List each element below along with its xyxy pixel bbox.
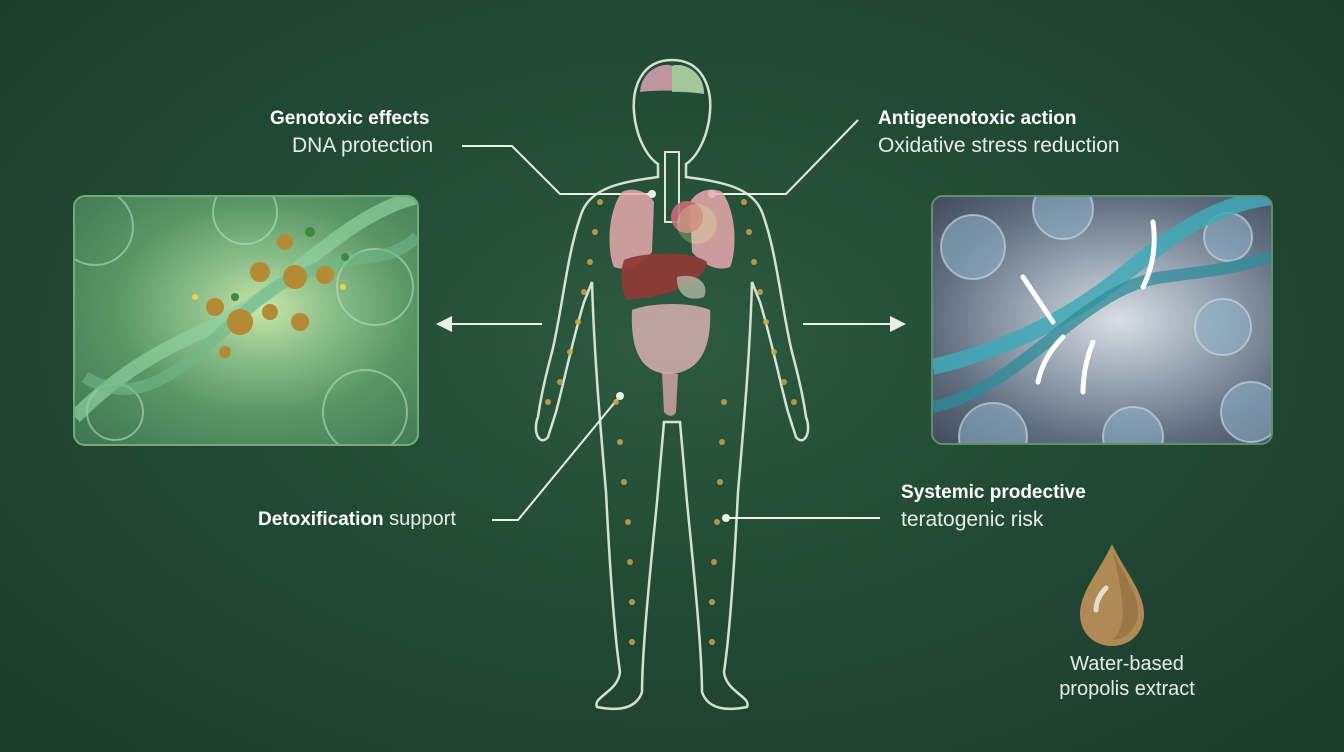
antigeno-connector [712,119,859,195]
detoxification-support-label: Detoxification support [258,508,456,531]
teratogenic-risk-label: teratogenic risk [901,508,1044,531]
right-panel-dna-oxidative [931,195,1273,445]
propolis-extract-caption: Water-based propolis extract [1052,652,1202,702]
dna-helix-icon [75,197,417,444]
dna-protection-label: DNA protection [292,134,434,157]
antigenotoxic-action-title: Antigeenotoxic action [878,108,1077,129]
genotoxic-connector [462,145,652,195]
systemic-protective-title: Systemic prodective [901,482,1086,503]
caption-line-1: Water-based [1070,653,1184,675]
detox-connector [492,395,621,521]
dna-helix-icon [933,197,1271,443]
detoxification-word: Detoxification [258,509,384,530]
propolis-drop-icon [1080,544,1144,646]
human-body-figure [534,58,810,711]
caption-line-2: propolis extract [1059,678,1195,700]
oxidative-stress-label: Oxidative stress reduction [878,134,1120,157]
left-panel-dna-cells [73,195,419,446]
support-word: support [383,508,456,530]
genotoxic-effects-title: Genotoxic effects [270,108,430,129]
